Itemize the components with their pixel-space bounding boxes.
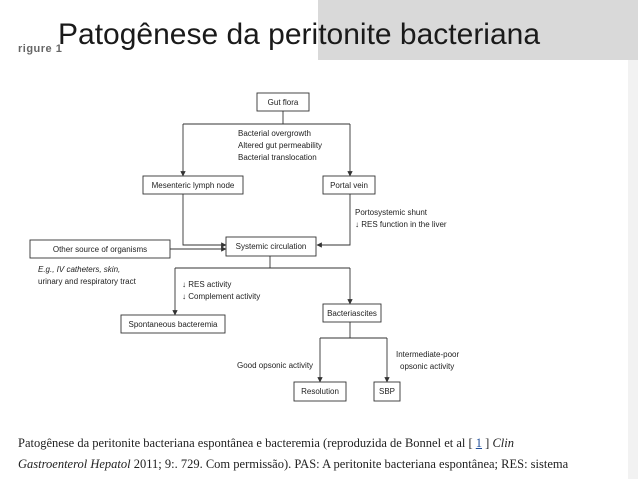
figure-label: rigure 1 [18,43,63,55]
node-sbp: SBP [373,381,401,402]
annotation-portosystemic: Portosystemic shunt ↓ RES function in th… [355,208,447,229]
node-resolution: Resolution [293,381,347,402]
arrow-mesenteric-to-systemic [182,194,227,248]
annotation-poor-opsonic-2: opsonic activity [400,362,454,371]
node-portal-vein: Portal vein [322,175,376,195]
annotation-gut-mech-1: Bacterial overgrowth [238,129,311,138]
node-resolution-label: Resolution [301,387,339,396]
annotation-portosystemic-1: Portosystemic shunt [355,208,428,217]
caption-part1: Patogênese da peritonite bacteriana espo… [18,436,476,450]
node-mesenteric-label: Mesenteric lymph node [152,181,235,190]
annotation-gut-mech-2: Altered gut permeability [238,141,322,150]
node-systemic-circulation: Systemic circulation [225,236,317,257]
annotation-gut-mech-3: Bacterial translocation [238,153,317,162]
node-other-source-label: Other source of organisms [53,245,147,254]
node-gut-flora: Gut flora [256,92,310,112]
caption-journal-1: Clin [492,436,514,450]
node-gut-flora-label: Gut flora [268,98,299,107]
annotation-res-2: ↓ Complement activity [182,292,260,301]
node-bacteriascites-label: Bacteriascites [327,309,377,318]
right-edge-strip [628,60,638,479]
annotation-gut-mechanisms: Bacterial overgrowth Altered gut permeab… [238,129,322,162]
arrow-portal-to-systemic [316,194,351,248]
annotation-res-1: ↓ RES activity [182,280,231,289]
node-systemic-label: Systemic circulation [236,242,307,251]
title-background-band [318,0,638,60]
caption-reference-link[interactable]: 1 [475,436,483,450]
caption-part3: 2011; 9:. 729. Com permissão). PAS: A pe… [130,457,569,471]
annotation-poor-opsonic-1: Intermediate-poor [396,350,459,359]
node-mesenteric-lymph: Mesenteric lymph node [142,175,244,195]
annotation-poor-opsonic: Intermediate-poor opsonic activity [396,350,459,371]
node-spont-bact-label: Spontaneous bacteremia [129,320,219,329]
annotation-portosystemic-2: ↓ RES function in the liver [355,220,447,229]
caption-journal-2: Gastroenterol Hepatol [18,457,131,471]
node-sbp-label: SBP [379,387,395,396]
annotation-other-examples-2: urinary and respiratory tract [38,277,137,286]
slide-title: Patogênese da peritonite bacteriana [58,18,541,51]
node-spontaneous-bacteremia: Spontaneous bacteremia [120,314,226,334]
annotation-other-examples-1: E.g., IV catheters, skin, [38,265,120,274]
node-portal-label: Portal vein [330,181,368,190]
flowchart-connectors [170,111,390,383]
node-other-source: Other source of organisms [29,239,171,259]
figure-caption: Patogênese da peritonite bacteriana espo… [18,433,634,475]
node-bacteriascites: Bacteriascites [322,303,382,323]
annotation-other-examples: E.g., IV catheters, skin, urinary and re… [38,265,137,286]
annotation-good-opsonic-label: Good opsonic activity [237,361,313,370]
caption-part2: ] [482,436,493,450]
annotation-res-activity: ↓ RES activity ↓ Complement activity [182,280,260,301]
annotation-good-opsonic: Good opsonic activity [237,361,313,370]
